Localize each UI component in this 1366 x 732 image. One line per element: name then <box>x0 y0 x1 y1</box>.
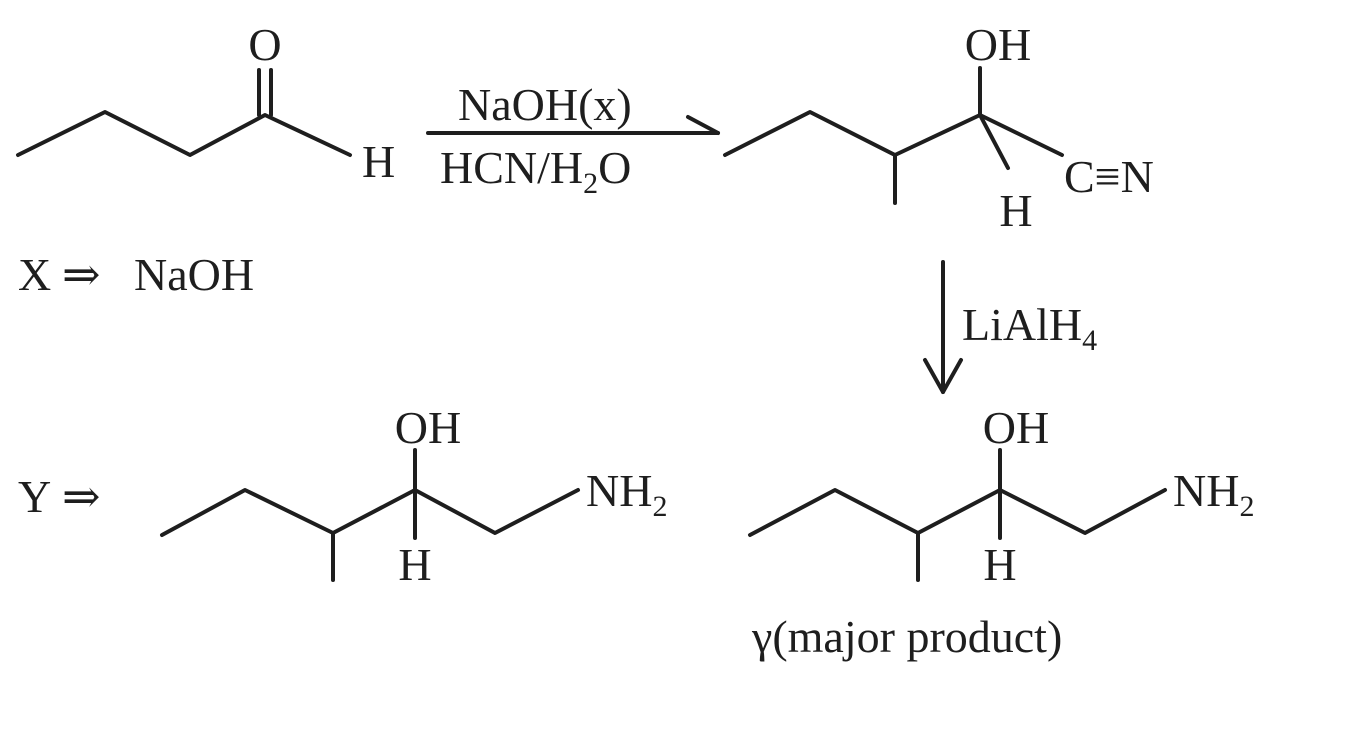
y-oh-label: OH <box>395 402 461 453</box>
step1-reagent-top: NaOH(x) <box>458 79 632 130</box>
step1-reagent-bottom: HCN/H2O <box>440 142 631 200</box>
y-amine-label: NH2 <box>586 465 667 523</box>
reactant-hydrogen-label: H <box>362 136 395 187</box>
cyanohydrin-intermediate: OH H C≡N <box>723 19 1154 236</box>
step1-arrowhead <box>686 115 720 135</box>
x-implies-arrow: ⇒ <box>62 249 101 300</box>
cyanohydrin-oh-label: OH <box>965 19 1031 70</box>
y-h-label: H <box>398 539 431 590</box>
y-note: Y ⇒ <box>18 471 101 522</box>
cyanohydrin-h-label: H <box>999 185 1032 236</box>
cyanohydrin-chain-bonds <box>723 110 1064 157</box>
y-symbol: Y <box>18 471 51 522</box>
product-chain-bonds <box>748 488 1167 537</box>
step2-arrowhead <box>923 358 963 394</box>
product-amine-label: NH2 <box>1173 465 1254 523</box>
step1-reaction: NaOH(x) HCN/H2O <box>426 79 720 200</box>
product-gamma: OH H NH2 γ(major product) <box>748 402 1254 662</box>
y-chain-bonds <box>160 488 580 537</box>
y-structure: OH H NH2 <box>160 402 667 590</box>
reactant-chain-bonds <box>16 110 352 157</box>
reactant-oxygen-label: O <box>248 19 281 70</box>
cyanohydrin-nitrile-label: C≡N <box>1064 151 1154 202</box>
product-oh-label: OH <box>983 402 1049 453</box>
cyanohydrin-h-bond <box>978 113 1010 170</box>
product-h-label: H <box>983 539 1016 590</box>
y-implies-arrow: ⇒ <box>62 471 101 522</box>
x-value: NaOH <box>134 249 254 300</box>
x-note: X ⇒ NaOH <box>18 249 254 300</box>
step2-reaction: LiAlH4 <box>923 260 1097 394</box>
step2-reagent: LiAlH4 <box>962 299 1097 357</box>
x-symbol: X <box>18 249 51 300</box>
reactant-butanal: O H <box>16 19 395 187</box>
product-caption: γ(major product) <box>751 611 1062 662</box>
